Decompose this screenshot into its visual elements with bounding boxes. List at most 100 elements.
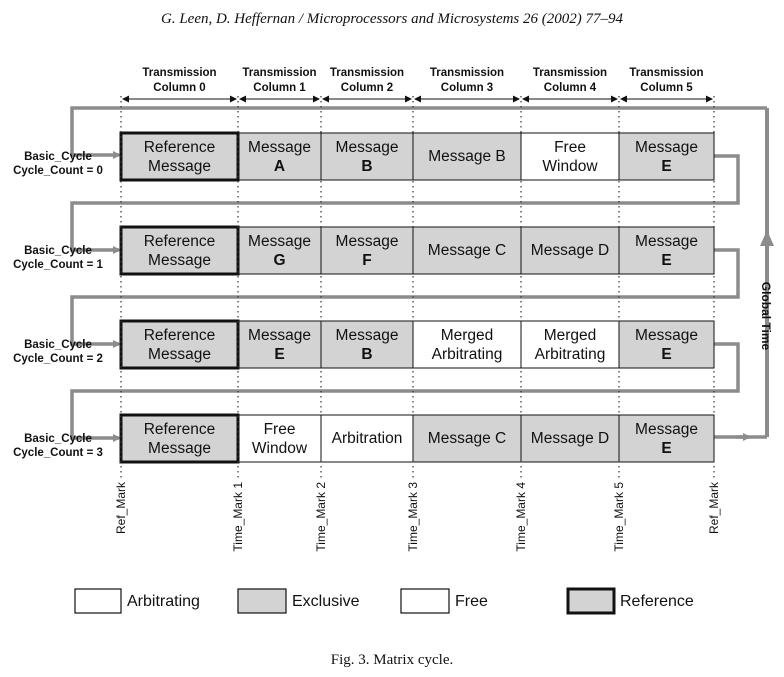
time-mark-label-1: Time_Mark 1 (231, 482, 245, 552)
cell-1-1-exclusive (237, 226, 322, 275)
cell-3-4-exclusive (520, 414, 620, 463)
reference-border-3 (119, 413, 240, 464)
cell-0-4-text-1: Free (554, 139, 586, 156)
cell-2-3-arbitrating (412, 320, 522, 369)
cell-1-5-text-2: E (661, 252, 671, 269)
cell-0-3-exclusive (412, 132, 522, 181)
cell-2-2-text-2: B (361, 346, 372, 363)
column-header-1-line1: Transmission (242, 67, 316, 79)
cell-0-0-text-1: Reference (144, 139, 216, 156)
legend-swatch-free (400, 588, 450, 614)
cell-2-5-text-1: Message (635, 327, 698, 344)
cell-1-4-exclusive (520, 226, 620, 275)
cell-3-2-text-1: Arbitration (332, 430, 403, 447)
cell-1-5-exclusive (618, 226, 715, 275)
legend-swatch-arbitrating (74, 588, 122, 614)
column-header-5-line1: Transmission (629, 67, 703, 79)
global-time-axis: Global Time (736, 106, 774, 439)
cell-1-0-text-2: Message (148, 252, 211, 269)
cell-2-1-text-1: Message (248, 327, 311, 344)
cell-1-3-text-1: Message C (428, 242, 506, 259)
cell-3-5-exclusive (618, 414, 715, 463)
cell-2-2-text-1: Message (336, 327, 399, 344)
cell-0-5-text-2: E (661, 158, 671, 175)
cell-1-2-text-1: Message (336, 233, 399, 250)
cell-2-0-text-2: Message (148, 346, 211, 363)
column-header-1-line2: Column 1 (253, 82, 306, 94)
cell-1-2-text-2: F (362, 252, 371, 269)
cell-0-2-text-1: Message (336, 139, 399, 156)
cell-3-2-arbitrating (320, 414, 414, 463)
cell-0-2-text-2: B (361, 158, 372, 175)
row-label-1-line1: Basic_Cycle (24, 245, 92, 257)
time-mark-label-0: Ref_Mark (114, 481, 128, 534)
column-header-5-line2: Column 5 (640, 82, 693, 94)
cell-3-5-text-2: E (661, 440, 671, 457)
flow-arrow-row-2-to-3 (70, 342, 740, 442)
reference-border-1 (119, 225, 240, 276)
row-label-3-line1: Basic_Cycle (24, 433, 92, 445)
column-header-4-line2: Column 4 (544, 82, 597, 94)
flow-arrow-row-1-to-2 (70, 248, 740, 348)
cell-2-3-text-1: Merged (441, 327, 494, 344)
legend-label-arbitrating: Arbitrating (127, 593, 200, 610)
cell-0-3-text-1: Message B (428, 148, 506, 165)
legend: Arbitrating Exclusive Free Reference (74, 587, 694, 615)
column-header-2-line2: Column 2 (341, 82, 393, 94)
row-label-2-line1: Basic_Cycle (24, 339, 92, 351)
time-mark-label-6: Ref_Mark (707, 481, 721, 534)
cell-1-5-text-1: Message (635, 233, 698, 250)
cell-3-3-exclusive (412, 414, 522, 463)
figure-caption: Fig. 3. Matrix cycle. (330, 652, 454, 668)
cell-2-4-text-1: Merged (544, 327, 597, 344)
row-label-0-line1: Basic_Cycle (24, 151, 92, 163)
cycle-flow-arrows (70, 106, 751, 442)
cell-3-3-text-1: Message C (428, 430, 506, 447)
cell-0-1-exclusive (237, 132, 322, 181)
running-header: G. Leen, D. Heffernan / Microprocessors … (160, 11, 624, 27)
legend-label-exclusive: Exclusive (292, 593, 360, 610)
cell-2-1-text-2: E (274, 346, 284, 363)
row-label-3-line2: Cycle_Count = 3 (13, 447, 103, 459)
cell-1-2-exclusive (320, 226, 414, 275)
time-marks: Ref_Mark Time_Mark 1 Time_Mark 2 Time_Mark … (114, 96, 721, 552)
column-header-0-line2: Column 0 (153, 82, 205, 94)
cell-0-5-text-1: Message (635, 139, 698, 156)
cell-1-1-text-1: Message (248, 233, 311, 250)
cell-2-5-text-2: E (661, 346, 671, 363)
cell-3-0-text-2: Message (148, 440, 211, 457)
legend-label-free: Free (455, 593, 488, 610)
cell-2-0-text-1: Reference (144, 327, 216, 344)
cell-0-1-text-1: Message (248, 139, 311, 156)
column-header-3-line2: Column 3 (441, 82, 493, 94)
cell-1-0-text-1: Reference (144, 233, 216, 250)
cell-2-1-exclusive (237, 320, 322, 369)
cell-3-1-text-2: Window (252, 440, 308, 457)
time-mark-label-4: Time_Mark 4 (514, 482, 528, 552)
legend-swatch-reference (566, 587, 616, 615)
cell-2-3-text-2: Arbitrating (432, 346, 503, 363)
cell-2-4-text-2: Arbitrating (535, 346, 606, 363)
flow-arrow-into-row-0 (70, 106, 736, 159)
cell-0-0-text-2: Message (148, 158, 211, 175)
time-mark-label-5: Time_Mark 5 (612, 482, 626, 552)
row-label-2-line2: Cycle_Count = 2 (13, 353, 103, 365)
time-mark-label-3: Time_Mark 3 (406, 482, 420, 552)
cell-1-4-text-1: Message D (531, 242, 609, 259)
column-header-3-line1: Transmission (430, 67, 504, 79)
flow-arrow-row-0-to-1 (70, 154, 740, 254)
cell-2-5-exclusive (618, 320, 715, 369)
cell-0-5-exclusive (618, 132, 715, 181)
column-header-4-line1: Transmission (533, 67, 607, 79)
time-mark-label-2: Time_Mark 2 (314, 482, 328, 552)
cell-3-1-text-1: Free (264, 421, 296, 438)
cell-3-4-text-1: Message D (531, 430, 609, 447)
column-header-2-line1: Transmission (330, 67, 404, 79)
reference-border-2 (119, 319, 240, 370)
cell-1-3-exclusive (412, 226, 522, 275)
legend-swatch-exclusive (237, 588, 287, 614)
legend-label-reference: Reference (620, 593, 694, 610)
